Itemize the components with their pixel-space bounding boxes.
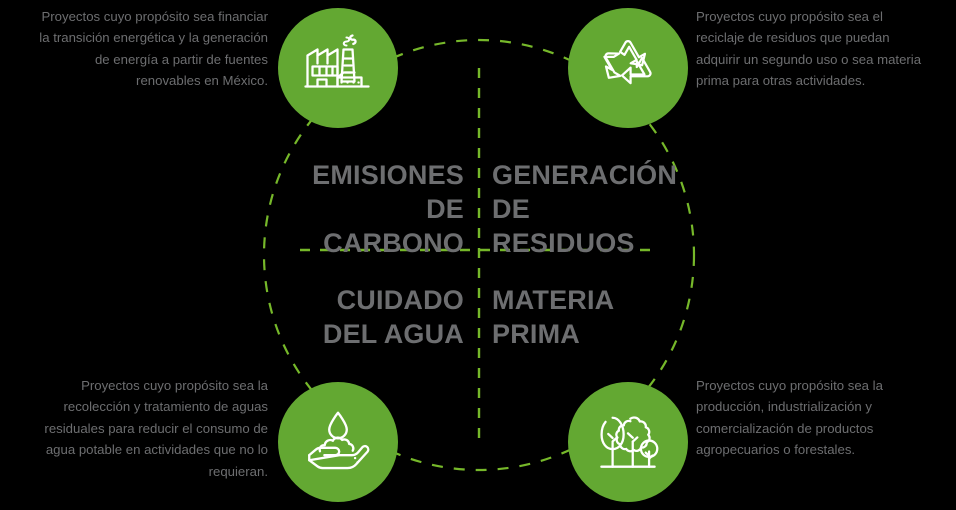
recycle-icon bbox=[591, 31, 665, 105]
quadrant-heading-water-care: CUIDADO DEL AGUA bbox=[322, 285, 464, 350]
hand-water-drop-icon bbox=[299, 403, 377, 481]
caption-water-care: Proyectos cuyo propósito sea la recolecc… bbox=[44, 378, 268, 479]
icon-bubble-waste-generation[interactable] bbox=[568, 8, 688, 128]
trees-icon bbox=[590, 404, 666, 480]
quadrant-heading-raw-material: MATERIA PRIMA bbox=[492, 285, 615, 350]
icon-bubble-raw-material[interactable] bbox=[568, 382, 688, 502]
icon-bubble-carbon-emissions[interactable] bbox=[278, 8, 398, 128]
quadrant-heading-waste-generation: GENERACIÓN DE RESIDUOS bbox=[492, 160, 678, 259]
caption-raw-material: Proyectos cuyo propósito sea la producci… bbox=[696, 378, 883, 458]
factory-icon bbox=[299, 29, 377, 107]
caption-carbon-emissions: Proyectos cuyo propósito sea financiar l… bbox=[39, 9, 268, 89]
icon-bubble-water-care[interactable] bbox=[278, 382, 398, 502]
quadrant-heading-carbon-emissions: EMISIONES DE CARBONO bbox=[312, 160, 464, 259]
caption-waste-generation: Proyectos cuyo propósito sea el reciclaj… bbox=[696, 9, 922, 89]
